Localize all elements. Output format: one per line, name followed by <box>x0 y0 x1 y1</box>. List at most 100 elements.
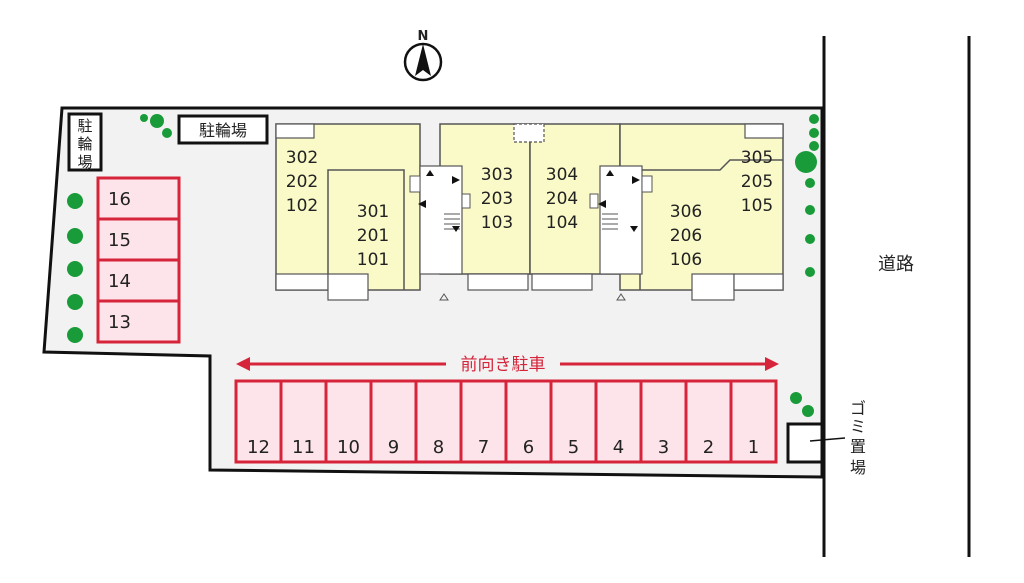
unit-301: 301 201 101 <box>357 202 389 270</box>
svg-text:205: 205 <box>741 172 773 192</box>
bike-parking-vertical-label: 駐 輪 場 <box>77 117 92 171</box>
balcony <box>744 123 784 139</box>
parking-number: 8 <box>433 437 444 458</box>
svg-text:302: 302 <box>286 148 318 168</box>
shaft-box <box>513 123 545 143</box>
entrance-marker-icon <box>616 293 626 301</box>
svg-text:306: 306 <box>670 202 702 222</box>
svg-text:場: 場 <box>77 153 92 171</box>
apartment-building <box>275 123 784 301</box>
tree-icon <box>790 392 802 404</box>
compass-label: N <box>418 29 429 44</box>
svg-text:104: 104 <box>546 213 578 233</box>
tree-icon <box>140 114 148 122</box>
tree-icon <box>809 128 819 138</box>
unit-306: 306 206 106 <box>670 202 702 270</box>
unit-305: 305 205 105 <box>741 148 773 216</box>
unit-divider <box>327 169 405 290</box>
road-label: 道路 <box>878 254 914 275</box>
parking-space-15 <box>96 217 181 262</box>
svg-text:203: 203 <box>481 189 513 209</box>
parking-number: 6 <box>523 437 534 458</box>
balcony <box>327 273 369 301</box>
parking-space-4 <box>594 379 643 464</box>
tree-icon <box>67 228 83 244</box>
tree-icon <box>162 128 172 138</box>
tree-icon <box>805 234 815 244</box>
tree-icon <box>150 114 164 128</box>
unit-302: 302 202 102 <box>286 148 318 216</box>
unit-303: 303 203 103 <box>481 165 513 233</box>
parking-number: 13 <box>108 312 131 333</box>
parking-left-group: 16 15 14 13 <box>96 176 181 344</box>
svg-text:102: 102 <box>286 196 318 216</box>
svg-text:場: 場 <box>850 458 866 477</box>
parking-number: 5 <box>568 437 579 458</box>
trees <box>67 114 819 417</box>
parking-number: 9 <box>388 437 399 458</box>
balcony <box>275 123 315 139</box>
garbage-label: ゴ ミ 置 場 <box>850 399 866 477</box>
entrance-marker-icon <box>439 293 449 301</box>
parking-number: 7 <box>478 437 489 458</box>
parking-number: 15 <box>108 230 131 251</box>
svg-text:206: 206 <box>670 226 702 246</box>
balcony <box>691 273 735 301</box>
tree-icon <box>67 261 83 277</box>
svg-text:204: 204 <box>546 189 578 209</box>
svg-text:106: 106 <box>670 250 702 270</box>
parking-space-9 <box>369 379 418 464</box>
svg-text:101: 101 <box>357 250 389 270</box>
parking-space-6 <box>504 379 553 464</box>
balcony <box>733 273 784 291</box>
parking-number: 11 <box>292 437 315 458</box>
svg-text:ゴ: ゴ <box>850 399 866 418</box>
tree-icon <box>809 141 819 151</box>
parking-space-13 <box>96 299 181 344</box>
stair-core-left <box>419 165 463 275</box>
svg-text:置: 置 <box>850 437 866 456</box>
tree-icon <box>805 267 815 277</box>
svg-text:ミ: ミ <box>850 417 866 436</box>
svg-text:201: 201 <box>357 226 389 246</box>
stairs-icon <box>444 213 618 230</box>
balcony <box>531 273 593 291</box>
tree-icon <box>802 405 814 417</box>
tree-icon <box>809 114 819 124</box>
svg-text:202: 202 <box>286 172 318 192</box>
svg-text:304: 304 <box>546 165 578 185</box>
svg-text:303: 303 <box>481 165 513 185</box>
parking-number: 2 <box>703 437 714 458</box>
tree-icon <box>805 178 815 188</box>
stair-core-right <box>599 165 643 275</box>
svg-text:301: 301 <box>357 202 389 222</box>
parking-space-2 <box>684 379 733 464</box>
svg-text:105: 105 <box>741 196 773 216</box>
bike-parking-box <box>177 114 269 145</box>
parking-space-10 <box>324 379 373 464</box>
building-left-wing <box>275 123 421 291</box>
parking-number: 10 <box>337 437 360 458</box>
tree-icon <box>805 205 815 215</box>
parking-number: 14 <box>108 271 131 292</box>
balcony <box>275 273 329 291</box>
entry-triangle-icon <box>418 170 640 232</box>
bike-parking-label: 駐輪場 <box>199 121 247 140</box>
svg-text:駐: 駐 <box>77 117 92 135</box>
tree-icon <box>795 151 817 173</box>
parking-space-3 <box>639 379 688 464</box>
north-compass-icon: N <box>403 29 443 82</box>
svg-text:103: 103 <box>481 213 513 233</box>
balcony <box>467 273 529 291</box>
unit-304: 304 204 104 <box>546 165 578 233</box>
parking-number: 3 <box>658 437 669 458</box>
parking-space-11 <box>279 379 328 464</box>
front-parking-label: 前向き駐車 <box>461 355 546 375</box>
svg-text:輪: 輪 <box>77 135 92 153</box>
tree-icon <box>67 294 83 310</box>
tree-icon <box>67 193 83 209</box>
parking-number: 16 <box>108 189 131 210</box>
front-parking-arrow: 前向き駐車 <box>236 355 779 375</box>
